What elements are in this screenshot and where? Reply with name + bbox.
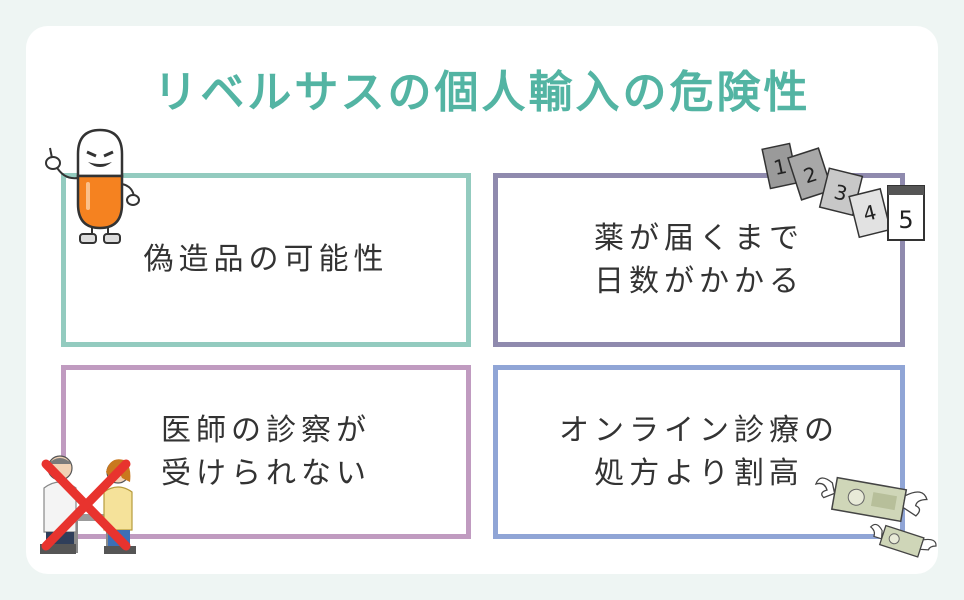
calendar-page-1: 1: [771, 154, 788, 180]
risk-box-no-consultation: 医師の診察が 受けられない: [61, 365, 471, 539]
calendar-page-3: 3: [832, 180, 850, 206]
risk-box-expensive: オンライン診療の 処方より割高: [493, 365, 905, 539]
risk-box-expensive-line-1: オンライン診療の: [559, 412, 839, 448]
risk-box-consultation-line-2: 受けられない: [161, 456, 371, 491]
calendar-page-5: 5: [898, 206, 913, 234]
risk-box-counterfeit-line-1: 偽造品の可能性: [143, 242, 389, 278]
page-title: リベルサスの個人輸入の危険性: [153, 67, 811, 118]
content-card: [26, 26, 938, 574]
risk-box-consultation-line-1: 医師の診察が: [161, 412, 371, 448]
risk-box-counterfeit: 偽造品の可能性: [61, 173, 471, 347]
calendar-pages-icon: 1 2 3 4 5: [761, 142, 925, 241]
doctor-consultation-crossed-icon: [40, 455, 136, 554]
pill-character-icon: [45, 128, 140, 244]
flying-money-icon: [814, 476, 937, 558]
risk-box-delivery-time: 薬が届くまで 日数がかかる: [493, 173, 905, 347]
risk-box-expensive-line-2: 処方より割高: [594, 456, 804, 491]
risk-box-delivery-line-2: 日数がかかる: [594, 264, 804, 299]
risk-box-delivery-line-1: 薬が届くまで: [594, 220, 804, 256]
calendar-page-4: 4: [861, 200, 879, 226]
